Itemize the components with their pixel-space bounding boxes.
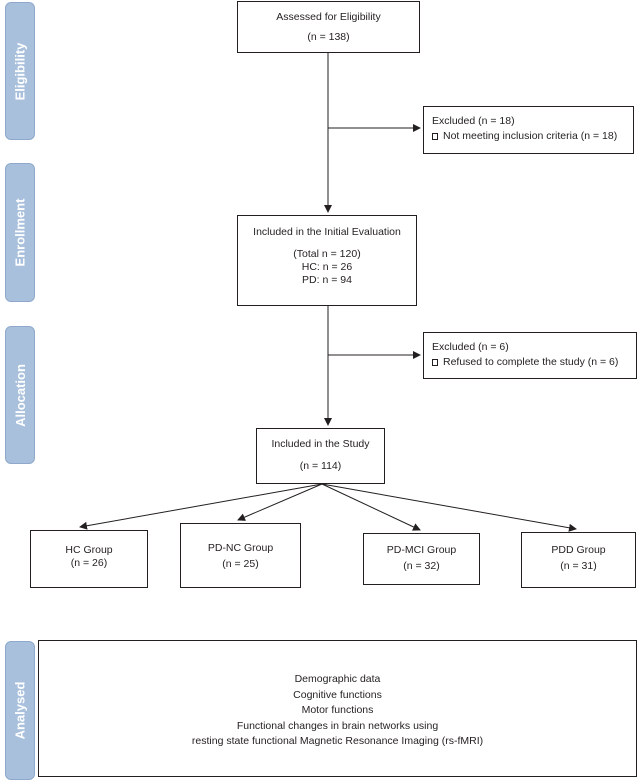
initial-title: Included in the Initial Evaluation: [253, 226, 401, 238]
stage-label-allocation: Allocation: [5, 326, 35, 464]
study-count: (n = 114): [299, 460, 342, 472]
analysis-item: Demographic data: [294, 673, 381, 685]
group-box-pdd: PDD Group (n = 31): [521, 532, 636, 588]
study-title: Included in the Study: [271, 438, 370, 450]
excluded-1-reason: Not meeting inclusion criteria (n = 18): [443, 130, 618, 142]
bullet-icon: [432, 133, 438, 140]
arrow-to-hc-group: [79, 483, 323, 530]
group-name: HC Group: [65, 544, 113, 556]
initial-total: (Total n = 120): [293, 248, 361, 260]
stage-label-eligibility: Eligibility: [5, 2, 35, 140]
initial-evaluation-box: Included in the Initial Evaluation (Tota…: [237, 215, 417, 306]
group-name: PDD Group: [551, 544, 606, 556]
arrow-to-pdnc-group: [237, 483, 323, 521]
stage-label-analysed: Analysed: [5, 641, 35, 780]
initial-pd: PD: n = 94: [302, 274, 352, 286]
group-box-pd-mci: PD-MCI Group (n = 32): [363, 533, 480, 585]
initial-hc: HC: n = 26: [301, 261, 353, 273]
group-count: (n = 32): [403, 560, 440, 572]
bullet-icon: [432, 359, 438, 366]
group-box-pd-nc: PD-NC Group (n = 25): [180, 523, 301, 588]
assessed-count: (n = 138): [307, 31, 350, 43]
assessed-box: Assessed for Eligibility (n = 138): [237, 1, 420, 53]
group-name: PD-NC Group: [207, 542, 274, 554]
group-count: (n = 31): [560, 560, 597, 572]
analysis-item: Functional changes in brain networks usi…: [236, 719, 439, 732]
group-name: PD-MCI Group: [386, 544, 457, 556]
arrow-to-pdd-group: [321, 483, 577, 532]
analysis-box: Demographic data Cognitive functions Mot…: [38, 640, 637, 777]
excluded-2-reason: Refused to complete the study (n = 6): [443, 356, 619, 368]
excluded-box-2: Excluded (n = 6) Refused to complete the…: [423, 332, 637, 379]
excluded-2-title: Excluded (n = 6): [432, 341, 509, 353]
group-count: (n = 26): [70, 557, 108, 569]
group-count: (n = 25): [222, 558, 259, 570]
analysis-item: resting state functional Magnetic Resona…: [191, 735, 484, 747]
stage-label-enrollment: Enrollment: [5, 163, 35, 302]
study-box: Included in the Study (n = 114): [256, 428, 385, 484]
group-box-hc: HC Group (n = 26): [30, 530, 148, 588]
excluded-box-1: Excluded (n = 18) Not meeting inclusion …: [423, 106, 634, 154]
analysis-item: Cognitive functions: [293, 688, 382, 701]
arrow-to-pdmci-group: [321, 483, 421, 531]
analysis-item: Motor functions: [301, 704, 374, 716]
assessed-title: Assessed for Eligibility: [276, 11, 381, 23]
excluded-1-title: Excluded (n = 18): [432, 115, 515, 127]
